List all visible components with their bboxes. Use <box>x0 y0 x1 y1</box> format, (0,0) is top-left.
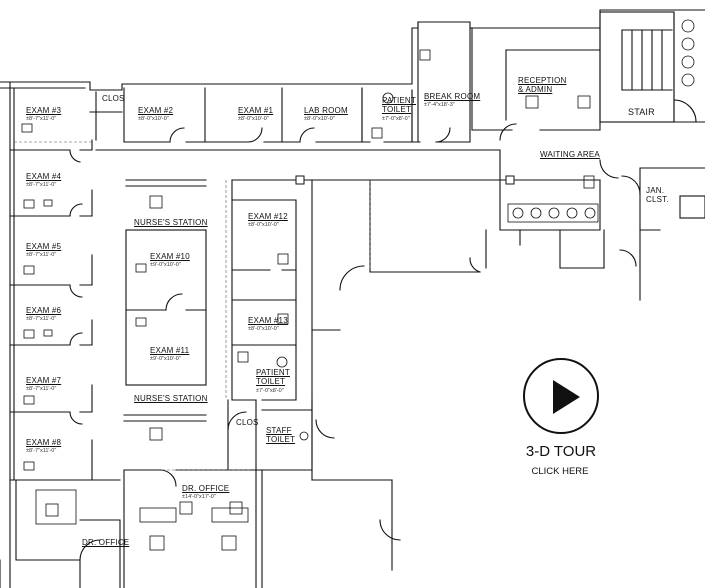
room-size-exam-4: ±8'-7"x11'-0" <box>26 182 57 188</box>
room-label-clos-top: CLOS <box>102 94 125 103</box>
room-label-patient-toilet-mid: PATIENT TOILET <box>256 368 290 386</box>
room-label-exam-10: EXAM #10 <box>150 252 190 261</box>
room-label-exam-13: EXAM #13 <box>248 316 288 325</box>
room-size-exam-5: ±8'-7"x11'-0" <box>26 252 57 258</box>
room-label-waiting: WAITING AREA <box>540 150 600 159</box>
room-label-exam-11: EXAM #11 <box>150 346 190 355</box>
room-size-exam-2: ±8'-0"x10'-0" <box>138 116 169 122</box>
room-label-dr-office-main: DR. OFFICE <box>182 484 230 493</box>
room-size-break: ±7'-4"x18'-3" <box>424 102 455 108</box>
room-size-exam-6: ±8'-7"x11'-0" <box>26 316 57 322</box>
room-size-exam-13: ±8'-0"x10'-0" <box>248 326 279 332</box>
room-label-patient-toilet-top: PATIENT TOILET <box>382 96 416 114</box>
room-label-clos-mid: CLOS <box>236 418 259 427</box>
room-label-exam-8: EXAM #8 <box>26 438 62 447</box>
room-label-stair: STAIR <box>628 107 655 117</box>
room-label-break: BREAK ROOM <box>424 92 481 101</box>
room-size-lab: ±8'-0"x10'-0" <box>304 116 335 122</box>
room-size-exam-3: ±8'-7"x11'-0" <box>26 116 57 122</box>
tour-play-button[interactable] <box>523 358 599 434</box>
room-label-exam-4: EXAM #4 <box>26 172 62 181</box>
room-label-reception: RECEPTION & ADMIN <box>518 76 567 94</box>
room-size-exam-1: ±8'-0"x10'-0" <box>238 116 269 122</box>
play-icon <box>553 380 580 414</box>
room-label-staff-toilet: STAFF TOILET <box>266 426 296 444</box>
room-size-exam-7: ±8'-7"x11'-0" <box>26 386 57 392</box>
room-label-exam-12: EXAM #12 <box>248 212 288 221</box>
room-size-patient-toilet-mid: ±7'-0"x8'-0" <box>256 388 284 394</box>
room-size-dr-office-main: ±14'-0"x17'-0" <box>182 494 216 500</box>
tour-title[interactable]: 3-D TOUR <box>525 443 597 460</box>
room-size-exam-10: ±9'-0"x10'-0" <box>150 262 181 268</box>
room-size-patient-toilet-top: ±7'-0"x8'-0" <box>382 116 410 122</box>
room-label-lab: LAB ROOM <box>304 106 348 115</box>
room-label-exam-2: EXAM #2 <box>138 106 174 115</box>
room-label-nurse-station-bottom: NURSE'S STATION <box>134 394 208 403</box>
room-label-exam-3: EXAM #3 <box>26 106 62 115</box>
room-label-exam-6: EXAM #6 <box>26 306 62 315</box>
tour-click-here-link[interactable]: CLICK HERE <box>531 466 589 477</box>
room-size-exam-11: ±9'-0"x10'-0" <box>150 356 181 362</box>
room-label-exam-5: EXAM #5 <box>26 242 62 251</box>
room-size-exam-12: ±8'-0"x10'-0" <box>248 222 279 228</box>
room-label-exam-1: EXAM #1 <box>238 106 274 115</box>
room-label-exam-7: EXAM #7 <box>26 376 62 385</box>
room-label-nurse-station-top: NURSE'S STATION <box>134 218 208 227</box>
room-size-exam-8: ±8'-7"x11'-0" <box>26 448 57 454</box>
room-label-dr-office-left: DR. OFFICE <box>82 538 130 547</box>
room-label-jan-closet: JAN. CLST. <box>646 186 669 204</box>
